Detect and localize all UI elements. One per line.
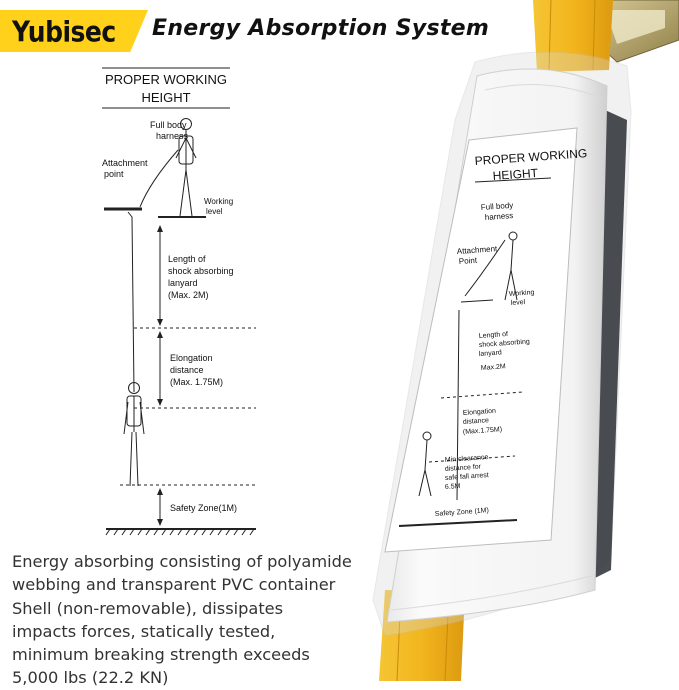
elong-label-line2: distance (170, 365, 204, 375)
safety-label: Safety Zone(1M) (170, 503, 237, 513)
attach-label-line2: point (104, 169, 124, 179)
label-elong-line3: (Max.1.75M) (463, 426, 503, 436)
headline: Energy Absorption System (152, 16, 490, 41)
brand-logo-text: Yubisec (12, 14, 116, 48)
diagram-title-line2: HEIGHT (141, 90, 190, 105)
length-label-line1: Length of (168, 254, 206, 264)
length-label-line2: shock absorbing (168, 266, 234, 276)
working-height-diagram: PROPER WORKING HEIGHT Full body harness … (102, 67, 256, 536)
length-label-line4: (Max. 2M) (168, 290, 209, 300)
label-min-line4: 6.5M (445, 483, 461, 491)
label-harness-line1: Full body (481, 201, 514, 212)
brand-logo: Yubisec (0, 10, 148, 52)
harness-label-line2: harness (156, 131, 189, 141)
product-image: PROPER WORKING HEIGHT Full body harness … (372, 0, 679, 681)
label-length-line1: Length of (479, 331, 509, 340)
label-safety: Safety Zone (1M) (435, 507, 489, 518)
label-working-line1: Working (509, 289, 535, 298)
attachment-rope (139, 149, 179, 208)
working-label-line1: Working (204, 197, 233, 206)
label-working-line2: level (511, 299, 526, 307)
working-label-line2: level (206, 207, 223, 216)
product-description: Energy absorbing consisting of polyamide… (12, 552, 352, 688)
label-attach-line2: Point (459, 256, 479, 266)
label-elong-line2: distance (463, 417, 490, 426)
label-min-line3: safe fall arrest (445, 472, 489, 482)
label-length-line2: shock absorbing (479, 338, 530, 349)
lanyard-line (127, 211, 135, 393)
instruction-label: PROPER WORKING HEIGHT Full body harness … (384, 127, 588, 553)
webbing-top (533, 0, 613, 72)
label-min-line2: distance for (445, 463, 482, 473)
label-min-line1: Min.clearance (445, 454, 489, 464)
harness-label-line1: Full body (150, 120, 187, 130)
length-label-line3: lanyard (168, 278, 198, 288)
worker-figure-top (175, 118, 197, 217)
elong-label-line3: (Max. 1.75M) (170, 377, 223, 387)
label-length-line3: lanyard (479, 349, 502, 358)
arrow-heads (157, 225, 163, 526)
worker-figure-hanging (123, 382, 145, 487)
label-title-line2: HEIGHT (492, 166, 539, 183)
label-attach-line1: Attachment (457, 244, 499, 256)
label-elong-line1: Elongation (463, 408, 497, 417)
label-length-line4: Max.2M (481, 363, 506, 372)
diagram-title-line1: PROPER WORKING (105, 72, 227, 87)
elong-label-line1: Elongation (170, 353, 213, 363)
attach-label-line1: Attachment (102, 158, 148, 168)
label-harness-line2: harness (485, 211, 514, 222)
ground-hatch (105, 528, 255, 536)
